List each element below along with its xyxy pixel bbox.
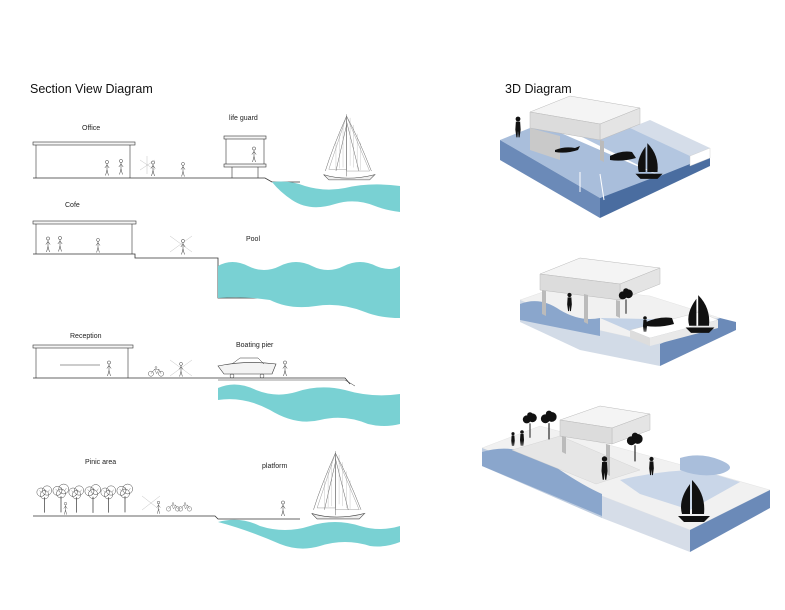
person-icon [251,146,257,163]
boat-icon [646,317,674,327]
person-icon [180,239,186,255]
tree-icon [116,483,134,513]
person-icon [63,502,68,515]
person-icon [150,160,156,177]
boating-pier-label: Boating pier [236,342,274,349]
person-icon [118,159,124,175]
picnic-area-label: Pinic area [85,459,117,466]
reception-label: Reception [70,333,102,340]
water [272,181,400,212]
person-icon [45,236,51,253]
lifeguard-label: life guard [229,115,258,122]
water [218,384,400,426]
section-3 [32,344,400,426]
tree-icon [52,483,70,513]
section-view-heading: Section View Diagram [30,82,153,96]
person-icon [178,362,184,377]
swimmer-icon [555,146,580,153]
person-icon [57,236,63,252]
bicycle-icon [166,502,180,512]
tree-icon [100,485,117,514]
section-4 [33,450,400,549]
boat-icon [217,357,277,379]
cafe-label: Cofe [65,202,80,209]
office-label: Office [82,125,101,132]
platform-label: platform [262,463,288,470]
3d-diagram-2 [519,257,736,366]
pool-label: Pool [246,236,261,243]
person-icon [156,500,161,514]
section-1 [32,114,400,212]
section-2 [32,220,400,318]
3d-diagram-1 [500,95,711,218]
person-icon [180,162,186,177]
bicycle-icon [178,502,192,512]
person-icon [104,160,110,176]
sailboat-icon [323,114,376,181]
water [218,519,400,549]
tree-icon [68,485,85,514]
3d-diagram-heading: 3D Diagram [505,82,572,96]
3d-diagram-3 [481,405,771,552]
pool-water [218,262,400,318]
person-icon [95,238,101,253]
tree-icon [84,484,102,514]
tree-icon [36,485,53,514]
bicycle-icon [148,366,164,377]
person-icon [280,500,286,517]
person-icon [282,360,288,377]
person-icon [106,360,112,377]
sailboat-icon [311,450,365,520]
swimmer-icon [610,151,636,161]
